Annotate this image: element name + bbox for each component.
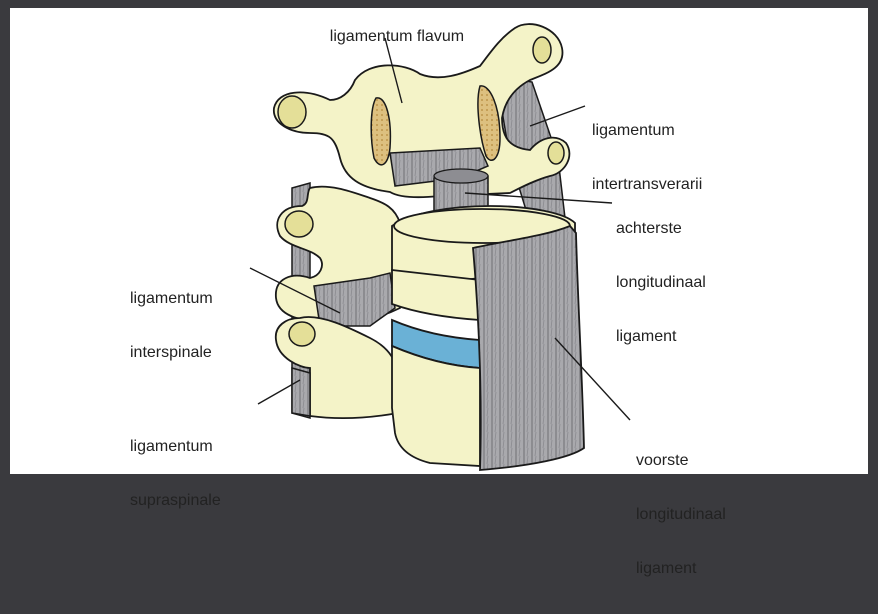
label-interspinale-line1: ligamentum: [130, 290, 213, 308]
achterste-ligament-top: [434, 169, 488, 183]
label-intertransverarii-line1: ligamentum: [592, 122, 702, 140]
right-process-end: [548, 142, 564, 164]
label-supraspinale-line1: ligamentum: [130, 438, 221, 456]
upper-left-process-end: [278, 96, 306, 128]
label-achterste-line3: ligament: [616, 328, 706, 346]
label-voorste-line3: ligament: [636, 560, 726, 578]
label-voorste-line2: longitudinaal: [636, 506, 726, 524]
label-ligamentum-interspinale: ligamentum interspinale: [130, 254, 213, 398]
label-achterste-line2: longitudinaal: [616, 274, 706, 292]
diagram-frame: ligamentum flavum ligamentum intertransv…: [10, 8, 868, 474]
voorste-longitudinaal-ligament-shape: [473, 226, 584, 470]
label-voorste-line1: voorste: [636, 452, 726, 470]
label-supraspinale-line2: supraspinale: [130, 492, 221, 510]
ligamentum-supraspinale-shape: [292, 368, 310, 416]
label-ligamentum-supraspinale: ligamentum supraspinale: [130, 402, 221, 546]
middle-left-process-end: [285, 211, 313, 237]
label-voorste-longitudinaal-ligament: voorste longitudinaal ligament: [636, 416, 726, 614]
label-interspinale-line2: interspinale: [130, 344, 213, 362]
label-ligamentum-flavum: ligamentum flavum: [312, 10, 464, 64]
label-achterste-longitudinaal-ligament: achterste longitudinaal ligament: [616, 184, 706, 382]
label-achterste-line1: achterste: [616, 220, 706, 238]
lower-left-process-end: [289, 322, 315, 346]
upper-right-process-end: [533, 37, 551, 63]
label-flavum-text: ligamentum flavum: [330, 28, 464, 45]
